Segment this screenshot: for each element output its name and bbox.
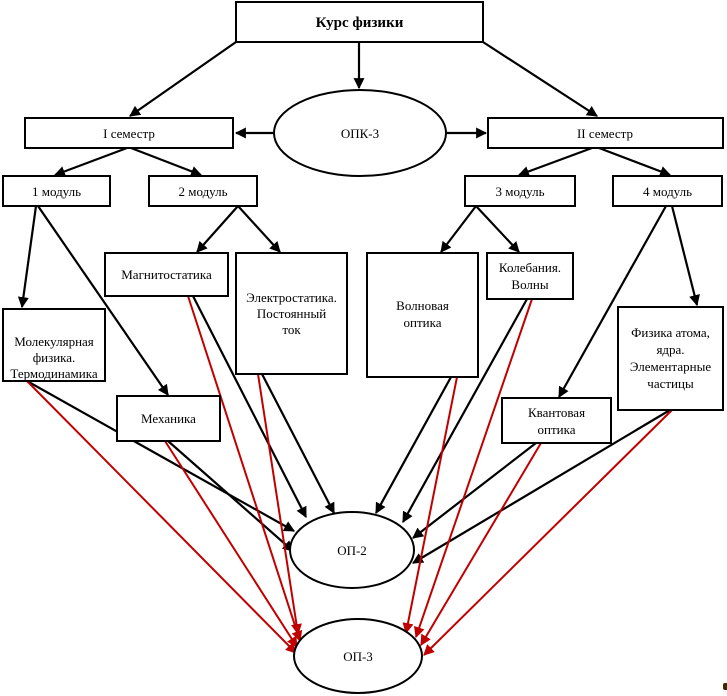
topic-label-line: Волны bbox=[511, 277, 548, 292]
topic-node-oscillations[interactable]: Колебания. Волны bbox=[486, 252, 574, 300]
topic-node-molecular-physics[interactable]: Молекулярная физика. Термодинамика bbox=[2, 308, 106, 382]
semester-node-1[interactable]: I семестр bbox=[24, 117, 234, 149]
corner-mark bbox=[723, 683, 727, 690]
edge-osc-to-op3 bbox=[414, 298, 533, 639]
edge-molphys-to-op3 bbox=[26, 380, 297, 654]
edge-mech-to-op3 bbox=[164, 440, 298, 648]
module-label: 2 модуль bbox=[178, 184, 227, 199]
topic-label-line: ток bbox=[282, 322, 301, 337]
edge-m3-to-osc bbox=[475, 205, 520, 253]
module-node-2[interactable]: 2 модуль bbox=[148, 175, 258, 207]
topic-label-line: Квантовая bbox=[528, 405, 585, 420]
edge-m2-to-magn bbox=[196, 205, 239, 253]
edge-magn-to-op2 bbox=[192, 295, 307, 518]
module-node-1[interactable]: 1 модуль bbox=[2, 175, 111, 207]
topic-node-electrostatics[interactable]: Электростатика. Постоянный ток bbox=[235, 252, 348, 375]
edge-atom-to-op2 bbox=[412, 409, 671, 564]
edge-sem1-to-m2 bbox=[130, 146, 203, 177]
edge-magn-to-op3 bbox=[187, 295, 303, 643]
topic-node-quantum-optics[interactable]: Квантовая оптика bbox=[501, 397, 612, 444]
topic-label-line: ядра. bbox=[656, 342, 684, 357]
module-label: 3 модуль bbox=[495, 184, 544, 199]
edge-sem2-to-m4 bbox=[598, 146, 672, 177]
topic-label-line: Электростатика. bbox=[246, 290, 337, 305]
topic-label-line: Молекулярная bbox=[14, 334, 94, 349]
topic-node-wave-optics[interactable]: Волновая оптика bbox=[366, 252, 479, 378]
edge-molphys-to-op2 bbox=[26, 380, 295, 532]
semester-node-2[interactable]: II семестр bbox=[487, 117, 724, 149]
topic-label-line: Волновая bbox=[396, 298, 449, 313]
topic-label-line: физика. bbox=[33, 350, 76, 365]
topic-node-mechanics[interactable]: Механика bbox=[116, 395, 221, 442]
topic-node-magnetostatics[interactable]: Магнитостатика bbox=[104, 252, 229, 297]
topic-label-line: частицы bbox=[647, 376, 694, 391]
course-title-label: Курс физики bbox=[316, 15, 404, 31]
edge-atom-to-op3 bbox=[423, 409, 673, 656]
topic-node-atomic-physics[interactable]: Физика атома, ядра. Элементарные частицы bbox=[617, 306, 724, 411]
topic-label-line: Магнитостатика bbox=[121, 267, 212, 282]
outcome-label: ОП-2 bbox=[337, 543, 367, 558]
topic-label-line: Термодинамика bbox=[10, 366, 97, 381]
edge-m2-to-elec bbox=[237, 205, 281, 253]
edge-elec-to-op2 bbox=[261, 373, 335, 514]
edge-sem1-to-m1 bbox=[53, 146, 128, 177]
edge-m1-to-molphys bbox=[17, 205, 38, 309]
edge-mech-to-op2 bbox=[167, 440, 294, 552]
semester-label: I семестр bbox=[103, 126, 155, 141]
module-node-3[interactable]: 3 модуль bbox=[464, 175, 576, 207]
competency-label: ОПК-3 bbox=[341, 126, 379, 141]
edge-elec-to-op3 bbox=[257, 373, 302, 636]
topic-label-line: Физика атома, bbox=[631, 325, 710, 340]
topic-label-line: оптика bbox=[538, 422, 576, 437]
module-label: 1 модуль bbox=[32, 184, 81, 199]
edge-title-to-sem1 bbox=[129, 41, 237, 117]
topic-label-line: оптика bbox=[404, 315, 442, 330]
semester-label: II семестр bbox=[577, 126, 633, 141]
edge-wave-to-op3 bbox=[402, 376, 458, 635]
edge-m4-to-atom bbox=[670, 205, 700, 307]
edge-quant-to-op3 bbox=[420, 442, 542, 646]
edge-wave-to-op2 bbox=[375, 376, 452, 514]
edges-layer bbox=[17, 41, 700, 656]
competency-node-opk3[interactable]: ОПК-3 bbox=[273, 89, 447, 177]
edge-m1-to-mech bbox=[37, 205, 169, 396]
topic-label-line: Постоянный bbox=[257, 306, 326, 321]
outcome-label: ОП-3 bbox=[343, 649, 373, 664]
course-title-node[interactable]: Курс физики bbox=[235, 1, 484, 43]
topic-label-line: Механика bbox=[141, 411, 196, 426]
edge-title-to-sem2 bbox=[482, 41, 598, 117]
edge-quant-to-op2 bbox=[412, 442, 537, 539]
module-node-4[interactable]: 4 модуль bbox=[612, 175, 723, 207]
outcome-node-op2[interactable]: ОП-2 bbox=[289, 511, 415, 589]
module-label: 4 модуль bbox=[643, 184, 692, 199]
edge-m3-to-wave bbox=[440, 205, 477, 253]
edge-sem2-to-m3 bbox=[517, 146, 593, 177]
edge-m4-to-quant bbox=[558, 205, 667, 398]
outcome-node-op3[interactable]: ОП-3 bbox=[293, 618, 423, 694]
topic-label-line: Колебания. bbox=[499, 260, 561, 275]
topic-label-line: Элементарные bbox=[630, 359, 711, 374]
edge-osc-to-op2 bbox=[402, 298, 528, 523]
